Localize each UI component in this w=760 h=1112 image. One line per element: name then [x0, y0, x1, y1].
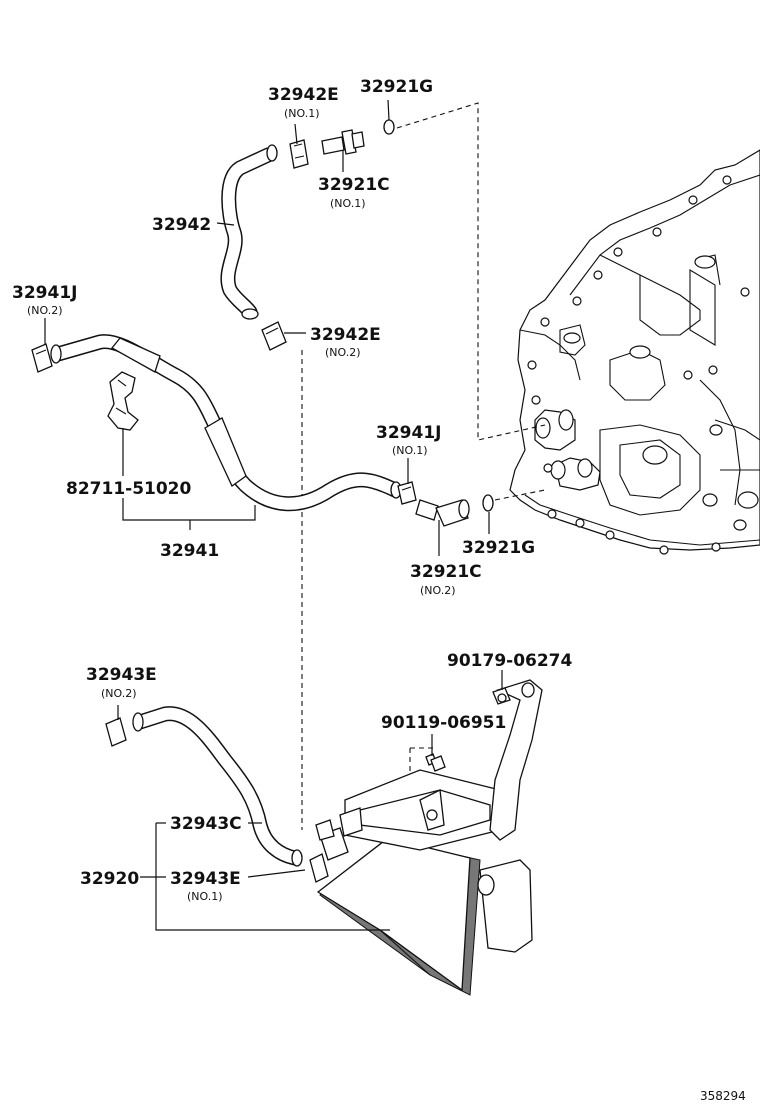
bracket-82711-51020	[107, 371, 139, 431]
note-32942e-no1: (NO.1)	[284, 107, 320, 120]
union-32921c-no1	[321, 129, 365, 155]
note-32941j-no1: (NO.1)	[392, 444, 428, 457]
label-32942: 32942	[152, 215, 211, 235]
leader-lines	[44, 99, 503, 931]
note-32942e-no2: (NO.2)	[325, 346, 361, 359]
clamp-32941j-no2	[31, 343, 53, 373]
gasket-32921g-top	[383, 119, 395, 135]
note-32921c-no2: (NO.2)	[420, 584, 456, 597]
clamp-32943e-no1	[309, 853, 329, 883]
note-32941j-no2: (NO.2)	[27, 304, 63, 317]
oil-cooler-32920	[315, 679, 543, 996]
note-32943e-no2: (NO.2)	[101, 687, 137, 700]
reference-number: 358294	[700, 1089, 746, 1103]
clamp-32942e-no1	[289, 139, 309, 169]
label-32943e-no2: 32943E	[86, 665, 157, 685]
note-32943e-no1: (NO.1)	[187, 890, 223, 903]
hose-32941	[50, 334, 403, 512]
label-32942e-no1: 32942E	[268, 85, 339, 105]
bolt-90179-06274	[492, 687, 511, 705]
label-32921g-mid: 32921G	[462, 538, 535, 558]
bolt-90119-06951	[425, 753, 446, 772]
gasket-32921g-mid	[482, 494, 494, 512]
label-32921c-no1: 32921C	[318, 175, 390, 195]
union-32921c-no2	[415, 499, 470, 527]
part-labels: 32942E (NO.1) 32921G 32921C (NO.1) 32942…	[12, 77, 746, 1103]
clamp-32941j-no1	[397, 481, 417, 505]
clamp-32943e-no2	[105, 717, 127, 747]
label-90179-06274: 90179-06274	[447, 651, 573, 671]
bolt-holes	[527, 175, 750, 555]
label-32941j-no1: 32941J	[376, 423, 441, 443]
assembly-lines	[301, 102, 546, 830]
label-32943c: 32943C	[170, 814, 242, 834]
label-32942e-no2: 32942E	[310, 325, 381, 345]
hose-32943c	[132, 706, 303, 867]
clamp-32942e-no2	[261, 321, 287, 351]
label-32941: 32941	[160, 541, 219, 561]
label-90119-06951: 90119-06951	[381, 713, 506, 733]
label-32921c-no2: 32921C	[410, 562, 482, 582]
note-32921c-no1: (NO.1)	[330, 197, 366, 210]
label-32943e-no1: 32943E	[170, 869, 241, 889]
label-32920: 32920	[80, 869, 139, 889]
label-32921g-top: 32921G	[360, 77, 433, 97]
transmission-case	[509, 149, 760, 555]
hose-32942	[220, 144, 278, 320]
label-82711-51020: 82711-51020	[66, 479, 192, 499]
label-32941j-no2: 32941J	[12, 283, 77, 303]
